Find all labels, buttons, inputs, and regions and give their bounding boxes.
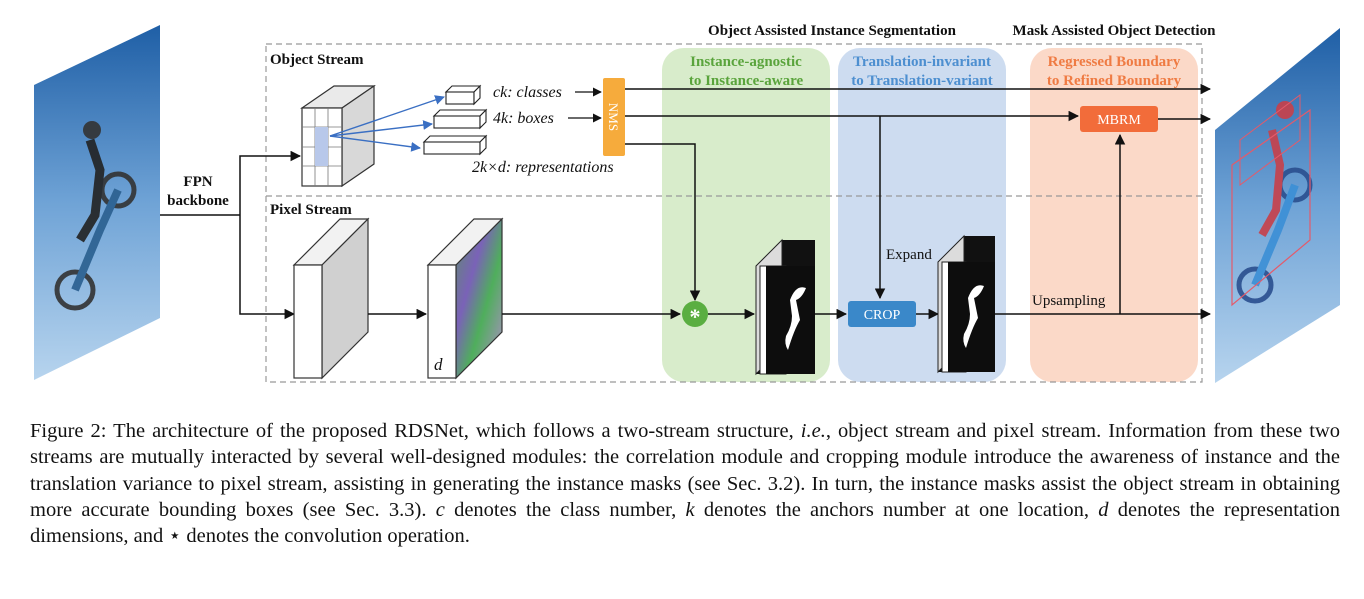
crop-label: CROP	[864, 308, 901, 323]
convolution-operator	[682, 301, 708, 327]
nms-block	[603, 78, 625, 156]
representation-map	[426, 217, 504, 380]
nms-label: NMS	[606, 103, 621, 131]
header-oais: Object Assisted Instance Segmentation	[708, 23, 957, 39]
caption-c: c	[435, 498, 445, 521]
object-stream-label: Object Stream	[270, 52, 364, 68]
ck-label: ck: classes	[493, 84, 562, 101]
figure-caption: Figure 2: The architecture of the propos…	[30, 418, 1340, 549]
caption-k: k	[685, 498, 695, 521]
streams-container	[265, 43, 1203, 383]
crop-block	[848, 301, 916, 327]
mbrm-block	[1080, 106, 1158, 132]
cropped-mask	[937, 234, 995, 374]
caption-part-2: , object stream and pixel stream. Inform…	[30, 420, 1341, 521]
caption-part-1: Figure 2: The architecture of the propos…	[30, 420, 801, 442]
caption-part-6: denotes the convolution operation.	[181, 525, 470, 548]
object-feature-grid	[300, 84, 376, 188]
architecture-diagram: Object Assisted Instance Segmentation Ma…	[34, 23, 1340, 383]
fpn-label-2: backbone	[167, 193, 229, 209]
region-blue-title-1: Translation-invariant	[853, 54, 991, 70]
region-green-title-1: Instance-agnostic	[690, 54, 802, 70]
pixel-stream-label: Pixel Stream	[270, 202, 352, 218]
caption-star: ⋆	[168, 525, 182, 548]
fpn-label-1: FPN	[183, 174, 212, 190]
class-box	[444, 84, 482, 106]
region-blue-title-2: to Translation-variant	[851, 73, 993, 89]
input-image	[34, 25, 160, 380]
caption-ie: i.e.	[800, 420, 826, 442]
caption-part-3: denotes the class number,	[444, 498, 686, 521]
box-box	[432, 108, 488, 130]
header-maod: Mask Assisted Object Detection	[1013, 23, 1217, 39]
region-green-title-2: to Instance-aware	[689, 73, 804, 89]
region-orange	[1030, 48, 1198, 382]
representation-label: 2k×d: representations	[472, 159, 614, 176]
expand-label: Expand	[886, 247, 932, 263]
pixel-feature-block	[292, 217, 370, 380]
d-label: d	[434, 355, 443, 374]
caption-d: d	[1098, 498, 1109, 521]
region-orange-title-1: Regressed Boundary	[1048, 54, 1181, 70]
output-image	[1215, 28, 1340, 383]
caption-part-5: denotes the representation dimensions, a…	[30, 498, 1340, 548]
representation-box	[422, 134, 488, 156]
convolution-symbol: *	[690, 304, 701, 329]
caption-part-4: denotes the anchors number at one locati…	[694, 498, 1099, 521]
region-orange-title-2: to Refined Boundary	[1047, 73, 1182, 89]
upsampling-label: Upsampling	[1032, 293, 1106, 309]
fourk-label: 4k: boxes	[493, 110, 554, 127]
mbrm-label: MBRM	[1097, 113, 1141, 128]
instance-aware-mask	[755, 238, 815, 376]
